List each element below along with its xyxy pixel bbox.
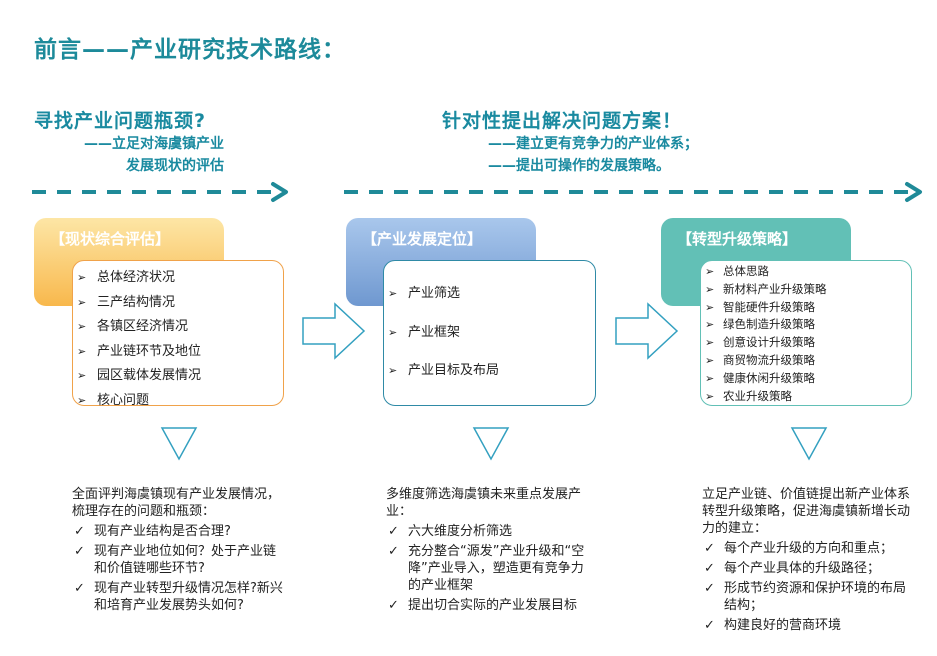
list-item: 六大维度分析筛选 [386, 523, 596, 540]
list-item: 充分整合“源发”产业升级和“空降”产业导入，塑造更有竞争力的产业框架 [386, 543, 596, 594]
list-item: 健康休闲升级策略 [705, 370, 911, 388]
right-dashed-arrow [344, 182, 922, 202]
stage2-description: 多维度筛选海虞镇未来重点发展产业： 六大维度分析筛选 充分整合“源发”产业升级和… [386, 486, 596, 617]
page-title: 前言——产业研究技术路线： [34, 37, 346, 63]
stage2-description-intro: 多维度筛选海虞镇未来重点发展产业： [386, 487, 582, 519]
list-item: 每个产业升级的方向和重点； [702, 540, 916, 557]
left-header-sub-2: 发展现状的评估 [126, 158, 224, 174]
right-header-sub-1: ——建立更有竞争力的产业体系； [488, 136, 698, 152]
list-item: 产业链环节及地位 [77, 340, 283, 365]
list-item: 农业升级策略 [705, 388, 911, 406]
list-item: 三产结构情况 [77, 291, 283, 316]
down-triangle-1 [160, 427, 198, 461]
list-item: 现有产业转型升级情况怎样?新兴和培育产业发展势头如何? [72, 580, 284, 614]
list-item: 创意设计升级策略 [705, 334, 911, 352]
list-item: 形成节约资源和保护环境的布局结构； [702, 580, 916, 614]
list-item: 现有产业结构是否合理? [72, 523, 284, 540]
list-item: 产业筛选 [388, 275, 595, 314]
stage2-list-box: 产业筛选 产业框架 产业目标及布局 [383, 260, 596, 406]
left-dashed-arrow [32, 182, 288, 202]
list-item: 智能硬件升级策略 [705, 299, 911, 317]
list-item: 各镇区经济情况 [77, 315, 283, 340]
stage1-tab-label: 【现状综合评估】 [50, 230, 171, 248]
list-item: 核心问题 [77, 389, 283, 414]
list-item: 新材料产业升级策略 [705, 281, 911, 299]
list-item: 现有产业地位如何？处于产业链和价值链哪些环节? [72, 543, 284, 577]
list-item: 构建良好的营商环境 [702, 617, 916, 634]
list-item: 绿色制造升级策略 [705, 316, 911, 334]
right-header-question: 针对性提出解决问题方案！ [442, 110, 683, 132]
list-item: 提出切合实际的产业发展目标 [386, 597, 596, 614]
stage-arrow-2 [615, 302, 679, 360]
list-item: 产业目标及布局 [388, 352, 595, 391]
list-item: 产业框架 [388, 314, 595, 353]
stage1-description-intro: 全面评判海虞镇现有产业发展情况，梳理存在的问题和瓶颈： [72, 487, 281, 519]
list-item: 每个产业具体的升级路径； [702, 560, 916, 577]
stage2-tab-label: 【产业发展定位】 [362, 230, 483, 248]
stage3-tab-label: 【转型升级策略】 [677, 230, 798, 248]
stage3-description-intro: 立足产业链、价值链提出新产业体系转型升级策略，促进海虞镇新增长动力的建立： [702, 487, 911, 536]
down-triangle-3 [790, 427, 828, 461]
stage3-list-box: 总体思路 新材料产业升级策略 智能硬件升级策略 绿色制造升级策略 创意设计升级策… [700, 260, 912, 406]
list-item: 商贸物流升级策略 [705, 352, 911, 370]
stage1-description: 全面评判海虞镇现有产业发展情况，梳理存在的问题和瓶颈： 现有产业结构是否合理? … [72, 486, 284, 617]
stage1-list-box: 总体经济状况 三产结构情况 各镇区经济情况 产业链环节及地位 园区载体发展情况 … [72, 260, 284, 413]
list-item: 园区载体发展情况 [77, 364, 283, 389]
list-item: 总体思路 [705, 263, 911, 281]
list-item: 总体经济状况 [77, 266, 283, 291]
stage-arrow-1 [302, 302, 366, 360]
left-header-question: 寻找产业问题瓶颈? [34, 110, 207, 132]
stage3-description: 立足产业链、价值链提出新产业体系转型升级策略，促进海虞镇新增长动力的建立： 每个… [702, 486, 916, 637]
down-triangle-2 [472, 427, 510, 461]
left-header-sub-1: ——立足对海虞镇产业 [84, 136, 224, 152]
right-header-sub-2: ——提出可操作的发展策略。 [488, 158, 670, 174]
